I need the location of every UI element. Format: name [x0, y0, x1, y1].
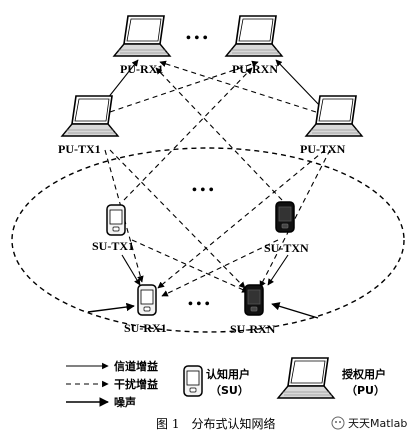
pu-rxn-laptop-icon — [225, 15, 283, 57]
legend-channel-gain-label: 信道增益 — [114, 359, 158, 373]
su-txn-phone-icon — [275, 201, 295, 233]
link-pu-txn-to-pu-rxn — [275, 59, 323, 109]
wechat-icon — [331, 416, 345, 430]
legend-pu-laptop-icon — [277, 357, 335, 399]
legend-su-phone-icon — [183, 365, 203, 397]
legend-pu-abbr: （PU） — [346, 384, 385, 397]
legend-interference-gain-label: 干扰增益 — [114, 377, 158, 391]
label-su-rx1: SU-RX1 — [124, 321, 167, 335]
link-su-txn-to-su-rxn — [267, 254, 289, 286]
link-pu-txn-to-pu-rx1 — [159, 60, 317, 113]
link-pu-tx1-to-su-rx1 — [104, 149, 144, 283]
interference-gain-links — [104, 60, 331, 297]
link-pu-txn-to-su-rxn — [259, 149, 331, 288]
legend-noise-label: 噪声 — [114, 395, 136, 409]
figure-caption: 图 1 分布式认知网络 — [156, 416, 275, 431]
ellipsis-pu-rx: • • • — [186, 31, 208, 46]
legend-pu-label: 授权用户 — [342, 367, 386, 381]
legend: 信道增益 干扰增益 噪声 认知用户 （SU） 授权用户 （PU） — [66, 357, 386, 409]
label-su-rxn: SU-RXN — [230, 322, 276, 336]
link-pu-tx1-to-su-rxn — [109, 149, 246, 289]
link-su-tx1-to-pu-rxn — [123, 67, 253, 201]
pu-rx1-laptop-icon — [113, 15, 171, 57]
label-su-txn: SU-TXN — [264, 241, 309, 255]
pu-txn-laptop-icon — [305, 95, 363, 137]
label-pu-rx1: PU-RX1 — [120, 62, 163, 76]
label-pu-rxn: PU-RXN — [232, 62, 278, 76]
link-pu-tx1-to-pu-rxn — [109, 60, 259, 113]
link-su-txn-to-pu-rx1 — [155, 67, 283, 201]
noise-arrow-su-rxn — [271, 302, 319, 319]
watermark-text: 天天Matlab — [348, 417, 407, 430]
ellipsis-su-rx: • • • — [188, 297, 210, 312]
ellipsis-su-tx: • • • — [192, 183, 214, 198]
link-su-txn-to-su-rx1 — [161, 239, 279, 297]
link-su-tx1-to-su-rx1 — [121, 254, 141, 286]
su-network-boundary — [11, 147, 405, 333]
label-pu-tx1: PU-TX1 — [58, 142, 101, 156]
watermark: 天天Matlab — [331, 416, 407, 430]
noise-arrow-su-rx1 — [87, 302, 135, 313]
label-pu-txn: PU-TXN — [300, 142, 346, 156]
link-su-tx1-to-su-rxn — [131, 239, 249, 293]
su-tx1-phone-icon — [106, 204, 126, 236]
legend-su-abbr: （SU） — [210, 384, 249, 397]
noise-arrows — [87, 302, 319, 319]
pu-tx1-laptop-icon — [61, 95, 119, 137]
legend-su-label: 认知用户 — [206, 367, 250, 381]
su-rxn-phone-icon — [244, 284, 264, 316]
link-pu-txn-to-su-rx1 — [157, 149, 326, 289]
su-rx1-phone-icon — [137, 284, 157, 316]
label-su-tx1: SU-TX1 — [92, 239, 134, 253]
